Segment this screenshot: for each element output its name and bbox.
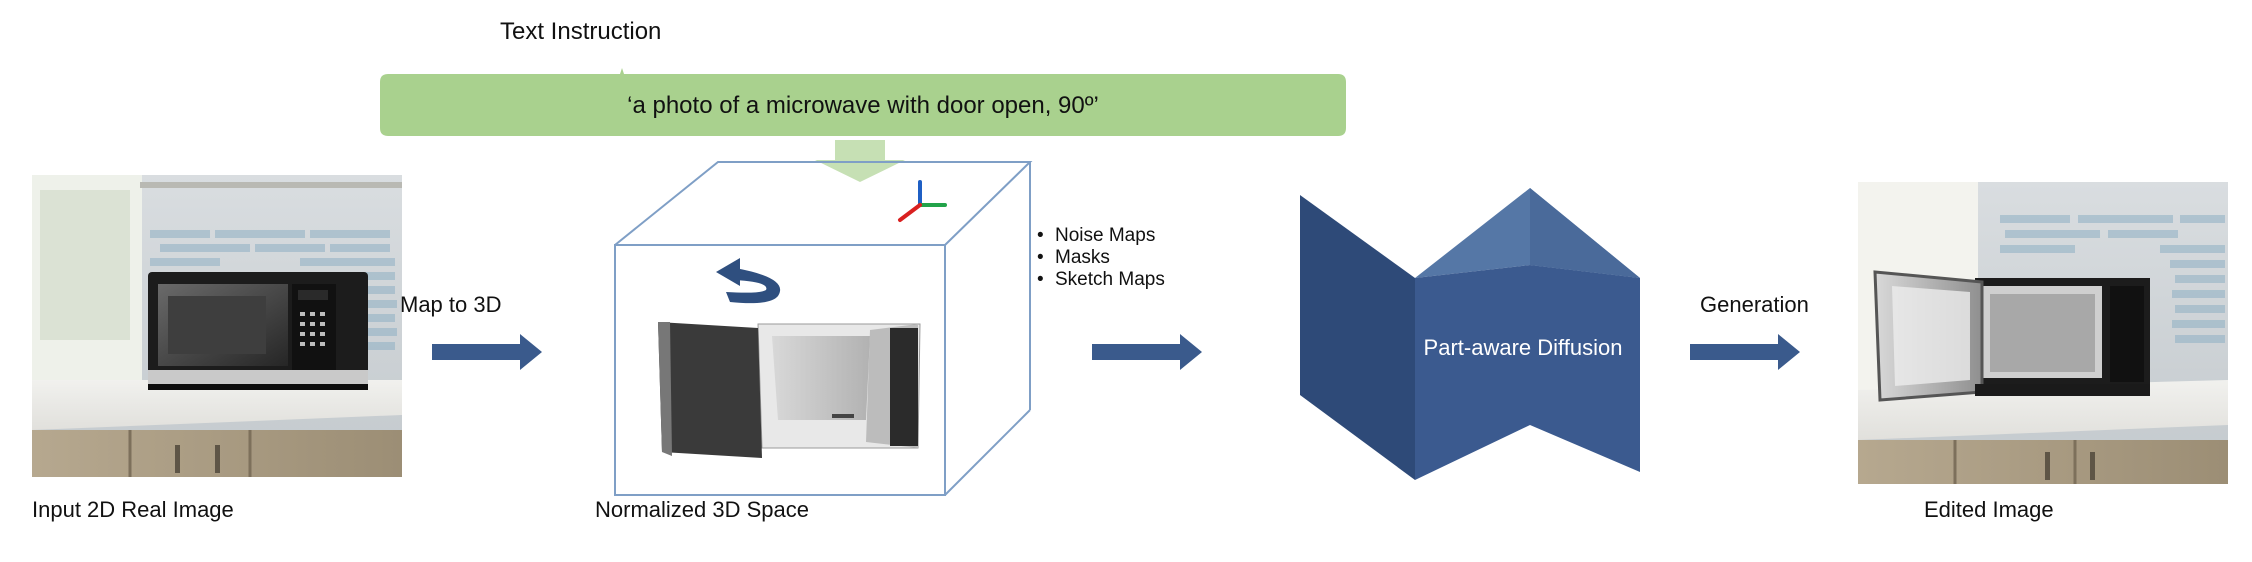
caption-3d-space: Normalized 3D Space [595,497,809,522]
edited-image [1858,182,2228,484]
microwave-closed [148,272,368,390]
diffusion-block [1300,188,1640,480]
arrow-map-to-3d [432,334,542,370]
caption-edited-image: Edited Image [1924,497,2054,522]
diffusion-label: Part-aware Diffusion [1423,335,1623,360]
condition-item: Sketch Maps [1037,269,1165,291]
instruction-title: Text Instruction [500,18,662,45]
condition-item: Noise Maps [1037,225,1165,247]
tile-backsplash [150,230,397,350]
prompt-bubble [380,68,1346,136]
normalized-3d-cube [614,161,1033,496]
generation-label: Generation [1700,292,1809,317]
microwave-3d-open [658,322,921,458]
prompt-text: ‘a photo of a microwave with door open, … [627,92,1099,119]
caption-input-image: Input 2D Real Image [32,497,234,522]
map-to-3d-label: Map to 3D [400,292,502,317]
condition-item: Masks [1037,247,1165,269]
rotate-arrow-icon [716,258,781,304]
condition-list: Noise Maps Masks Sketch Maps [1037,225,1165,291]
axis-gizmo-icon [898,180,947,222]
arrow-conditions [1092,334,1202,370]
input-image [32,175,402,477]
arrow-generation [1690,334,1800,370]
